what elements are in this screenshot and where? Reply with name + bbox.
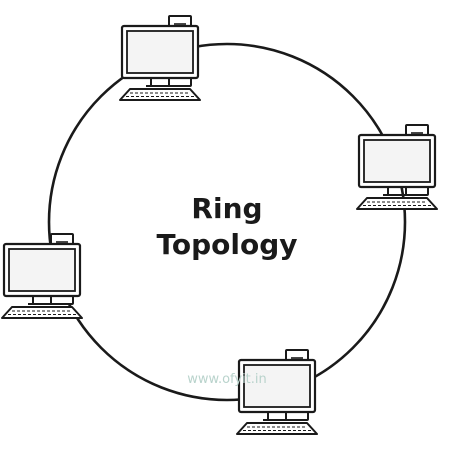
computer-top[interactable] (118, 14, 202, 102)
computer-bottom[interactable] (235, 348, 319, 436)
desktop-computer-icon (235, 348, 319, 436)
title-line-1: Ring (191, 192, 262, 225)
desktop-computer-icon (118, 14, 202, 102)
computer-right[interactable] (355, 123, 439, 211)
watermark: www.ofyit.in (187, 372, 267, 387)
title-line-2: Topology (156, 228, 297, 261)
ring-cable (47, 42, 407, 402)
desktop-computer-icon (355, 123, 439, 211)
